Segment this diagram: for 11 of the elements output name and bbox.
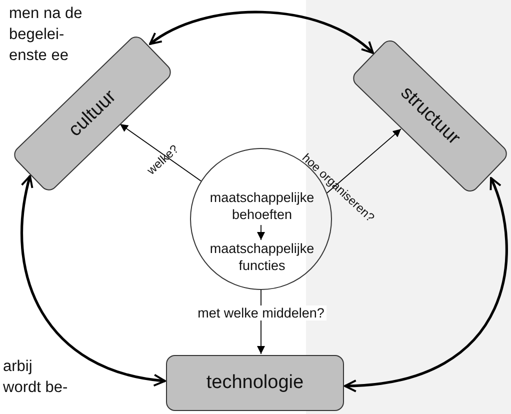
text-fragment: arbij wordt be- <box>3 357 69 398</box>
concept-box: technologie <box>166 355 344 411</box>
curved-arrow <box>20 175 166 386</box>
edge-label: met welke middelen? <box>196 306 326 320</box>
curved-arrow <box>344 177 508 392</box>
arrow <box>326 128 402 194</box>
circle-text: maatschappelijke behoeften <box>210 189 314 223</box>
arrow <box>120 124 202 182</box>
arrow <box>257 224 265 240</box>
circle-text: maatschappelijke functies <box>210 240 314 274</box>
curved-arrow <box>149 10 374 54</box>
